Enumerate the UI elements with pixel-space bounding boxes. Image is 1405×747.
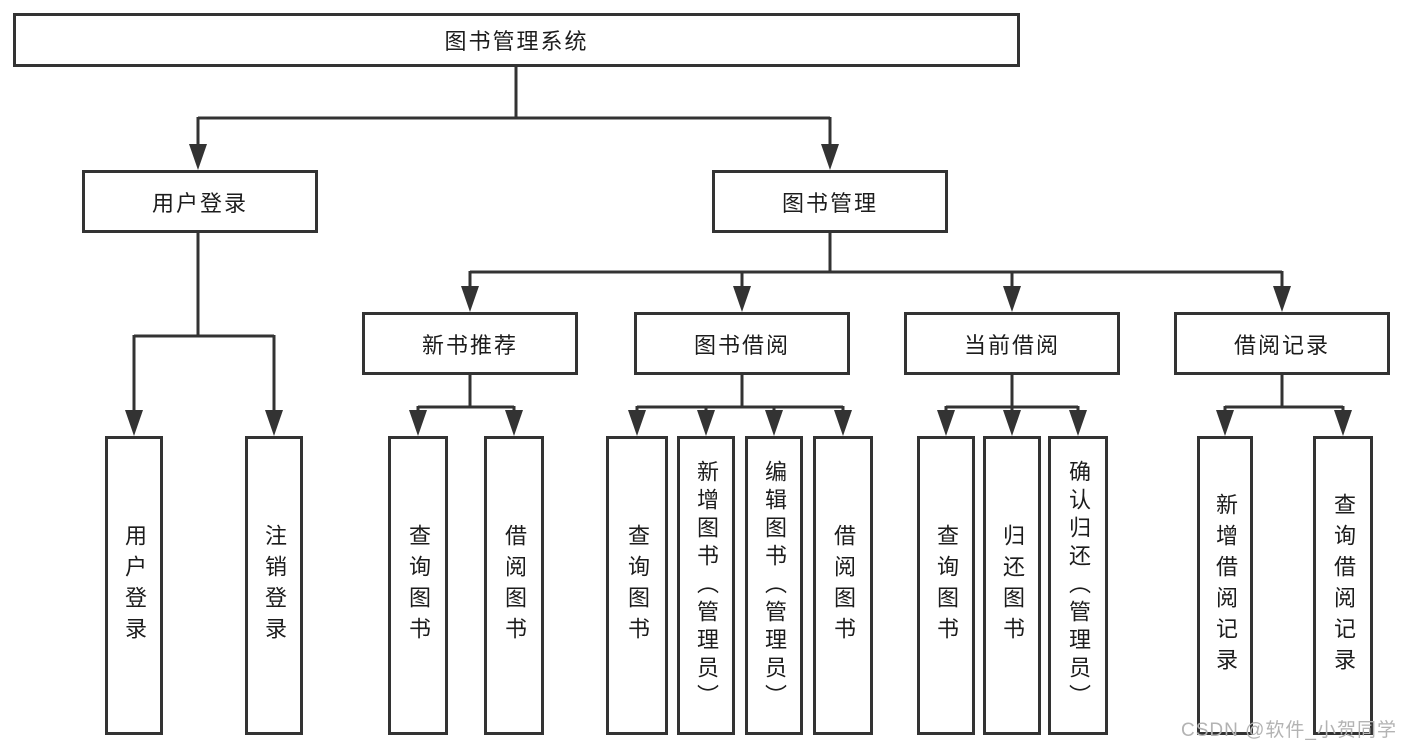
connector-currentborrow-to-leaves: [944, 374, 1080, 414]
node-book-borrowing: 图书借阅: [634, 312, 850, 375]
connector-borrowrecords-to-leaves: [1223, 374, 1345, 414]
leaf-current-query-books: 查询图书: [917, 436, 975, 735]
leaf-borrowing-borrow-books: 借阅图书: [813, 436, 873, 735]
node-user-login: 用户登录: [82, 170, 318, 233]
connector-root-to-level2: [196, 66, 832, 146]
connector-newbooks-to-leaves: [416, 374, 516, 414]
leaf-user-login: 用户登录: [105, 436, 163, 735]
leaf-add-borrow-record: 新增借阅记录: [1197, 436, 1253, 735]
leaf-query-borrow-record: 查询借阅记录: [1313, 436, 1373, 735]
leaf-confirm-return-admin: 确认归还（管理员）: [1048, 436, 1108, 735]
leaf-return-books: 归还图书: [983, 436, 1041, 735]
leaf-newbooks-borrow-books: 借阅图书: [484, 436, 544, 735]
leaf-newbooks-query-books: 查询图书: [388, 436, 448, 735]
leaf-borrowing-query-books: 查询图书: [606, 436, 668, 735]
leaf-edit-books-admin: 编辑图书（管理员）: [745, 436, 803, 735]
connector-bookborrow-to-leaves: [635, 374, 845, 414]
arrowheads: [125, 144, 1352, 436]
node-new-book-recommend: 新书推荐: [362, 312, 578, 375]
connector-userlogin-to-leaves: [132, 232, 276, 412]
csdn-watermark: CSDN @软件_小贺同学: [1181, 720, 1397, 741]
connector-bookmgmt-to-level3: [468, 232, 1284, 288]
node-book-management: 图书管理: [712, 170, 948, 233]
node-borrowing-records: 借阅记录: [1174, 312, 1390, 375]
node-root-system: 图书管理系统: [13, 13, 1020, 67]
node-current-borrowing: 当前借阅: [904, 312, 1120, 375]
leaf-add-books-admin: 新增图书（管理员）: [677, 436, 735, 735]
leaf-logout: 注销登录: [245, 436, 303, 735]
